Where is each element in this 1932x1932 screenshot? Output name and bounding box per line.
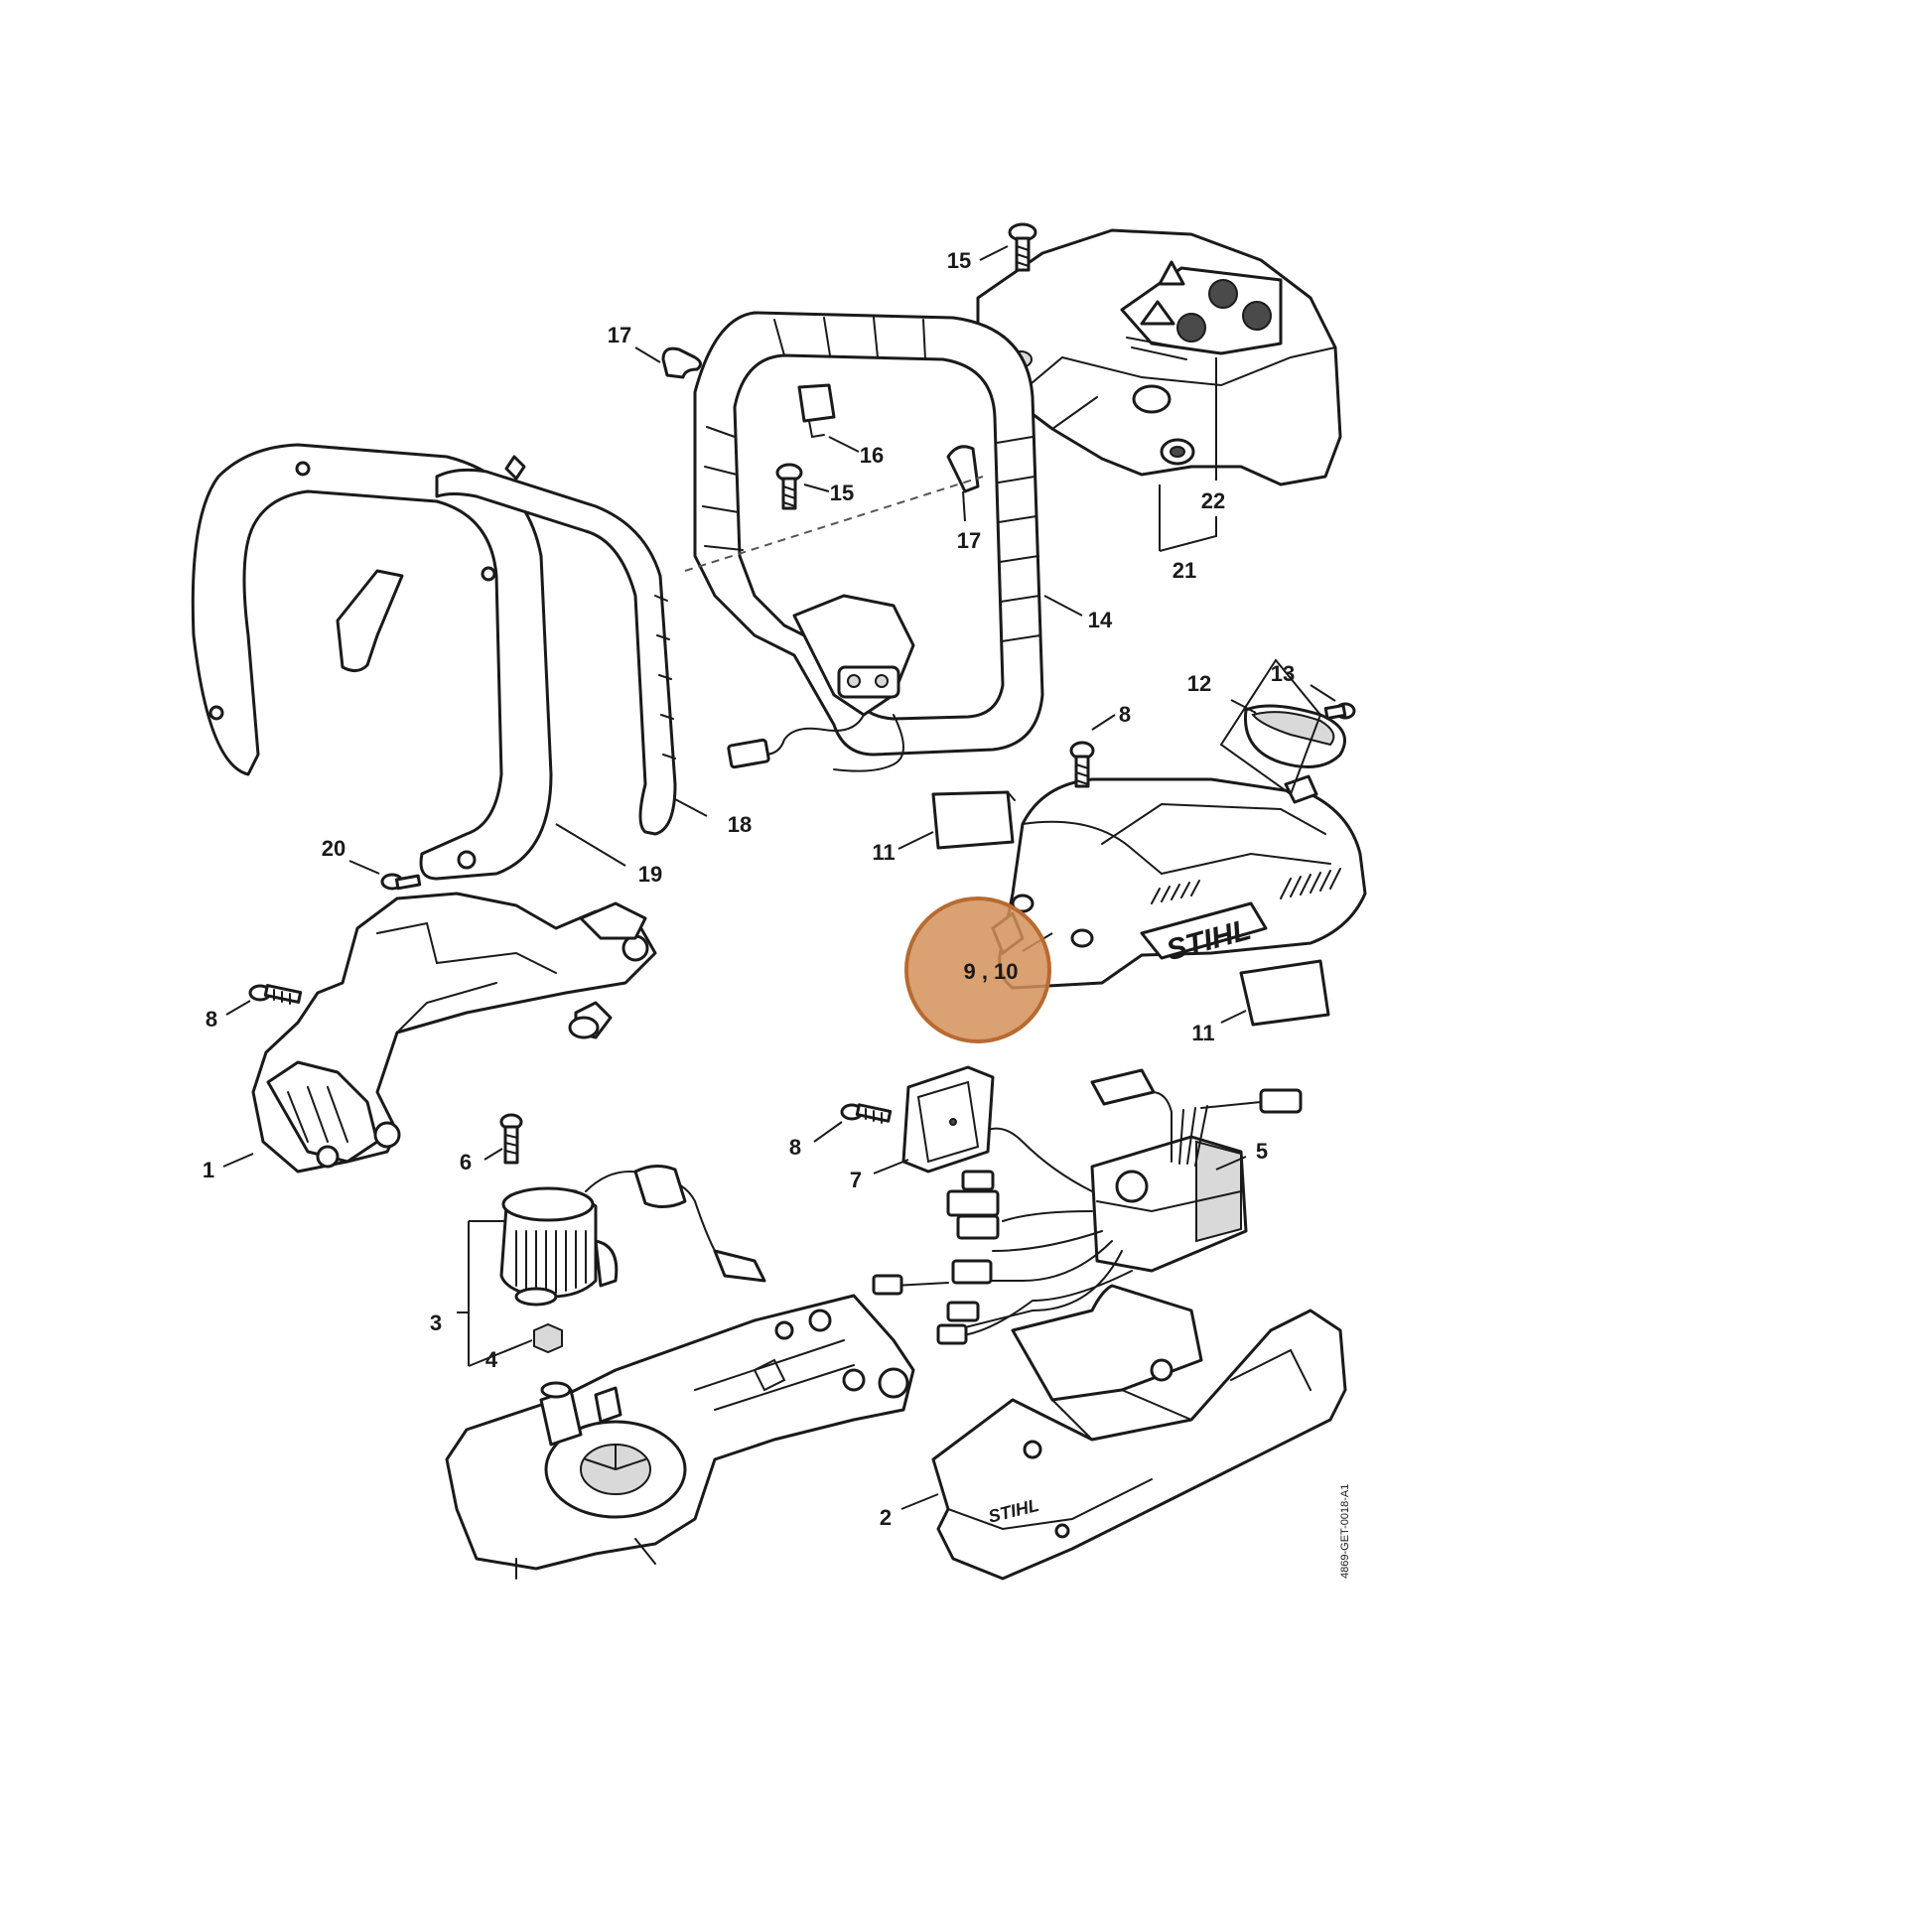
pad-11-right[interactable] [1239,959,1330,1027]
label-8-left: 8 [206,1007,217,1032]
gear-housing-part [445,1294,915,1580]
part-labels: 15 17 16 15 17 22 21 14 13 12 8 18 11 20… [203,248,1295,1530]
label-2: 2 [880,1505,892,1530]
label-8-middle: 8 [1119,702,1131,727]
label-22: 22 [1201,488,1225,513]
label-17-left: 17 [608,323,631,347]
label-13: 13 [1271,661,1295,686]
handle-frame-part[interactable] [693,311,1044,772]
label-6: 6 [460,1150,472,1174]
label-8-lower: 8 [789,1135,801,1160]
screw-13[interactable] [1323,702,1356,720]
bow-handle-part[interactable] [191,443,553,881]
ring-12[interactable] [1243,704,1346,768]
label-5: 5 [1256,1139,1268,1164]
label-15-top: 15 [947,248,971,273]
label-16: 16 [860,443,884,468]
screw-15-top[interactable] [1008,222,1037,272]
coupling-part[interactable] [533,1322,563,1354]
label-7: 7 [850,1168,862,1192]
label-14: 14 [1088,608,1113,632]
label-12: 12 [1187,671,1211,696]
top-cover-part[interactable] [976,228,1342,486]
leader-lines [222,245,1336,1510]
screw-6[interactable] [499,1113,523,1165]
handle-housing-part[interactable] [251,892,657,1173]
highlight-circle [904,897,1051,1043]
label-17-right: 17 [957,528,981,553]
screw-8-lower[interactable] [840,1103,893,1124]
plug-13b[interactable] [1284,774,1318,804]
label-9-10: 9 , 10 [963,959,1018,984]
seal-strip-part[interactable] [435,455,677,836]
label-18: 18 [728,812,752,837]
label-11-left: 11 [872,840,895,865]
motor-part[interactable] [499,1165,766,1307]
label-4: 4 [485,1347,498,1372]
screw-8-middle[interactable] [1069,741,1095,788]
label-21: 21 [1173,558,1196,583]
screw-20[interactable] [380,873,422,891]
circuit-board-part[interactable] [901,1065,995,1173]
label-19: 19 [638,862,662,887]
label-3: 3 [430,1311,442,1335]
pad-11-left[interactable] [931,790,1016,850]
motor-cover-part[interactable]: STIHL [991,777,1367,990]
electronics-module-part[interactable] [872,1068,1303,1345]
lower-housing-part[interactable]: STIHL [931,1284,1347,1581]
label-20: 20 [322,836,345,861]
spring-clip-17[interactable] [661,346,702,379]
document-code: 4869-GET-0018-A1 [1339,1484,1351,1579]
screw-8-left[interactable] [248,984,303,1005]
label-15-middle: 15 [830,481,854,505]
screw-15-middle[interactable] [775,463,803,510]
label-1: 1 [203,1158,214,1182]
label-11-right: 11 [1191,1021,1214,1045]
